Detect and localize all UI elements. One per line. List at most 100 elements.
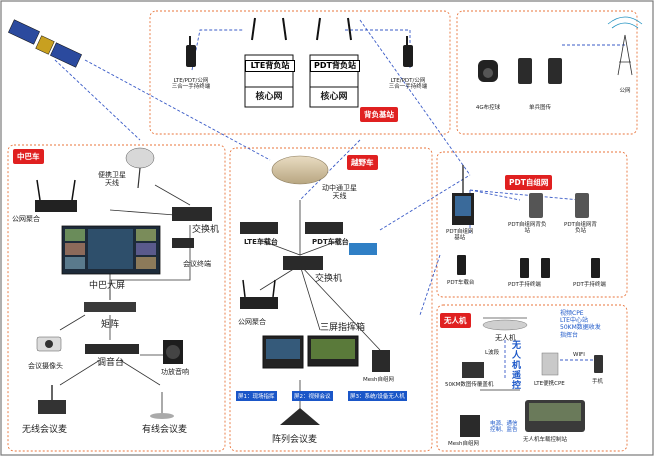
pdt-base-title: PDT背负站 <box>310 60 360 73</box>
matrix-icon <box>84 302 136 312</box>
wire-sat-switch <box>154 184 191 206</box>
moving-sat-icon <box>271 155 329 185</box>
pdt-veh-label: PDT车载台 <box>447 280 475 286</box>
zhongba-router-icon <box>35 179 77 212</box>
region-zhongba-box <box>7 144 226 452</box>
public-tower-icon <box>607 16 643 76</box>
link-pdt-adhoc <box>359 19 471 176</box>
top-radio-icons <box>186 36 413 67</box>
lte-cpe-label: LTE便携CPE <box>534 381 565 387</box>
uav-label: 无人机 <box>495 334 516 342</box>
lte-base-core: 核心网 <box>255 92 283 102</box>
bird-label: 50KM数图传覆盖机 <box>445 382 494 388</box>
pdt-hand-icons <box>457 255 600 278</box>
terminal-left-label: LTE/PDT/公网 三合一手持终端 <box>171 78 211 91</box>
pdt-relay1-label: PDT自组网背负 站 <box>508 222 547 235</box>
amp-speaker-icon <box>163 340 183 364</box>
wire-cam-matrix <box>59 314 86 331</box>
pdt-base-label: PDT自组网 基站 <box>446 229 474 242</box>
lte-cpe-icon <box>541 352 559 376</box>
pdt-relay-icons <box>529 193 589 218</box>
amp-label: 功放音响 <box>161 368 189 376</box>
terminal-devices-icons <box>478 58 562 84</box>
zhongba-switch-label: 交换机 <box>192 225 220 235</box>
region-pdt-box <box>436 151 628 298</box>
drone-mesh-label: Mesh自组网 <box>448 441 479 447</box>
conf-terminal-label: 会议终端 <box>183 260 211 268</box>
link-mesh <box>419 254 441 316</box>
drone-features: 视频CPE LTE中心站 50KM数据收发 指挥台 <box>560 310 601 339</box>
pdt-car-label: PDT车载台 <box>312 238 349 246</box>
screen1-bar: 屏1：现场指挥 <box>236 391 277 401</box>
l-band-label: L波段 <box>485 350 500 356</box>
moving-sat-label: 动中通卫星 天线 <box>322 184 357 201</box>
terminal-right-label: LTE/PDT/公网 三合一手持终端 <box>388 78 428 91</box>
power-label: 电源、通信 控制、监告 <box>490 421 518 434</box>
phone-icon <box>594 355 603 373</box>
mic-icons <box>38 385 174 419</box>
pdt-adhoc-base-icon <box>452 165 474 225</box>
link-sat-portable <box>54 59 141 141</box>
tag-yueye: 越野车 <box>347 155 378 170</box>
drone-mesh-icon <box>460 415 480 437</box>
feature-item: 视频CPE <box>560 310 584 317</box>
matrix-label: 矩阵 <box>101 320 120 330</box>
three-screen-label: 三屏指挥箱 <box>320 323 366 333</box>
conf-terminal-icon <box>172 238 194 248</box>
tag-zhongba: 中巴车 <box>13 149 44 164</box>
yueye-switch-label: 交换机 <box>315 274 343 284</box>
wire-yueye-top <box>259 200 341 256</box>
wireless-mic-label: 无线会议麦 <box>22 425 68 435</box>
screen2-bar: 屏2：视频会议 <box>292 391 333 401</box>
lte-base-title: LTE背负站 <box>245 60 295 73</box>
region-beifu-box <box>149 10 451 135</box>
car-radio-icons <box>240 222 343 234</box>
car-radio-panel-icon <box>349 243 377 255</box>
tag-beifu: 背负基站 <box>360 107 398 122</box>
link-terminal-lte <box>191 29 243 71</box>
body-cam-label: 单兵图传 <box>528 105 552 111</box>
zhongba-agg-label: 公网聚合 <box>12 215 40 223</box>
yueye-agg-label: 公网聚合 <box>238 318 266 326</box>
drone-icon <box>482 317 528 331</box>
feature-item: 指挥台 <box>560 331 579 339</box>
camera-4g-label: 4G布控球 <box>475 105 501 111</box>
wifi-label: WIFI <box>573 352 585 358</box>
pdt-relay2-label: PDT自组网背 负站 <box>564 222 597 235</box>
big-screen-icon <box>61 225 161 275</box>
yueye-switch-icon <box>283 256 323 270</box>
ground-station-icon <box>525 400 585 432</box>
array-mic-icon <box>280 408 320 425</box>
pdt-base-core: 核心网 <box>320 92 348 102</box>
portable-sat-label: 便携卫星 天线 <box>98 171 126 188</box>
phone-label: 手机 <box>592 379 604 385</box>
ground-station-label: 无人机车载控制站 <box>523 437 568 443</box>
satellite-icon <box>8 19 82 68</box>
portable-dish-icon <box>125 147 155 189</box>
pdt-hand1-label: PDT手持终端 <box>508 282 541 288</box>
wire-mics <box>59 359 161 386</box>
lte-car-label: LTE车载台 <box>244 238 278 246</box>
region-yueye-box <box>229 147 433 452</box>
tag-drone: 无人机 <box>440 313 471 328</box>
zhongba-switch-icon <box>172 207 212 221</box>
public-net-label: 公网 <box>619 88 631 94</box>
link-sat-moving <box>84 59 271 161</box>
mixer-icon <box>85 344 139 354</box>
tag-pdt-adhoc: PDT自组网 <box>505 175 553 190</box>
yueye-router-icon <box>240 279 278 309</box>
link-pdtcar-adhoc <box>379 174 471 231</box>
wired-mic-label: 有线会议麦 <box>142 425 188 435</box>
conf-camera-label: 会议摄像头 <box>28 362 63 370</box>
conf-camera-icon <box>36 336 62 352</box>
feature-item: LTE中心站 <box>560 317 588 325</box>
mixer-label: 调音台 <box>97 358 125 368</box>
wire-agg-switch <box>109 209 176 216</box>
region-drone-box <box>436 304 628 452</box>
drone-vertical-label: 无人机遥控 <box>510 340 520 390</box>
three-screen-case-icon <box>262 335 359 369</box>
array-mic-label: 阵列会议麦 <box>272 435 318 445</box>
